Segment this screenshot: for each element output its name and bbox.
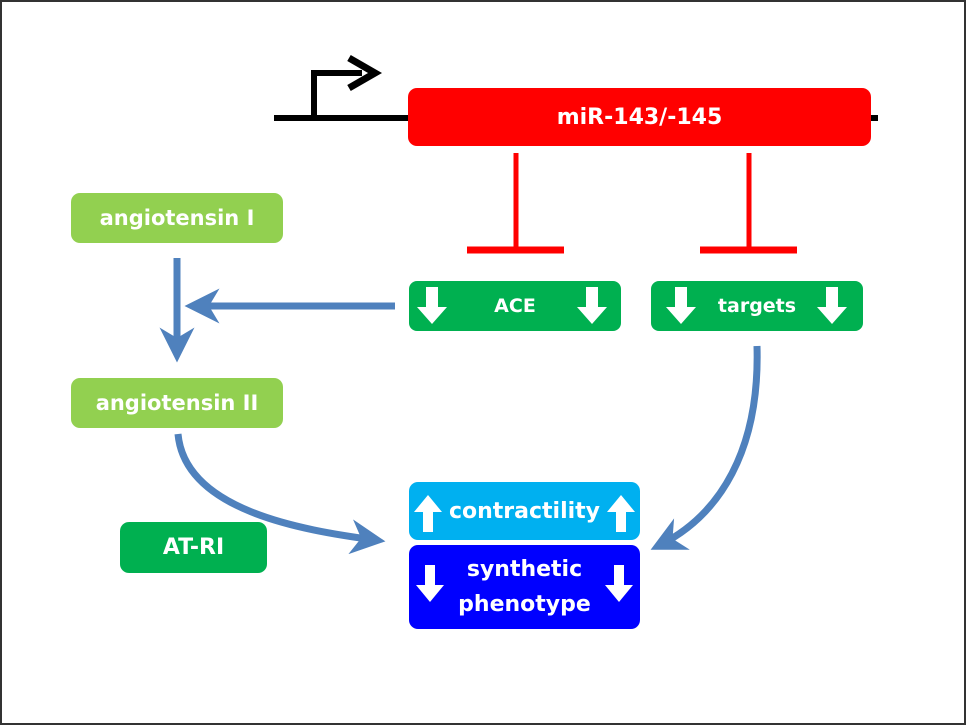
synthetic-phenotype-node: synthetic phenotype	[409, 545, 640, 629]
synthetic-label-line2: phenotype	[458, 592, 591, 617]
up-arrow-icon	[414, 495, 442, 532]
down-arrow-icon	[416, 565, 444, 602]
synthetic-label-line1: synthetic	[466, 556, 583, 582]
promoter-arrow-icon	[311, 70, 362, 118]
inhibition-targets	[700, 153, 797, 254]
angiotensin-2-node: angiotensin II	[71, 378, 283, 428]
down-arrow-icon	[417, 287, 447, 324]
targets-to-phenotype-arrow	[650, 345, 761, 550]
targets-node: targets	[651, 281, 863, 331]
at-r1-node: AT-RI	[120, 522, 267, 573]
angiotensin-2-label: angiotensin II	[95, 391, 259, 415]
up-arrow-icon	[607, 495, 635, 532]
promoter-arrowhead-icon	[347, 54, 383, 92]
down-arrow-icon	[605, 565, 633, 602]
angiotensin-to-phenotype-arrow	[174, 433, 386, 555]
at-r1-label: AT-RI	[162, 535, 225, 560]
contractility-node: contractility	[409, 482, 640, 540]
down-arrow-icon	[817, 287, 847, 324]
angiotensin-1-label: angiotensin I	[99, 206, 255, 230]
contractility-label: contractility	[448, 498, 601, 524]
mirna-node: miR-143/-145	[408, 88, 871, 146]
inhibition-ace	[467, 153, 564, 254]
angiotensin-1-node: angiotensin I	[71, 193, 283, 243]
mirna-label: miR-143/-145	[556, 104, 723, 130]
down-arrow-icon	[666, 287, 696, 324]
down-arrow-icon	[577, 287, 607, 324]
ace-node: ACE	[409, 281, 621, 331]
targets-label: targets	[717, 295, 797, 317]
ace-label: ACE	[494, 295, 536, 317]
